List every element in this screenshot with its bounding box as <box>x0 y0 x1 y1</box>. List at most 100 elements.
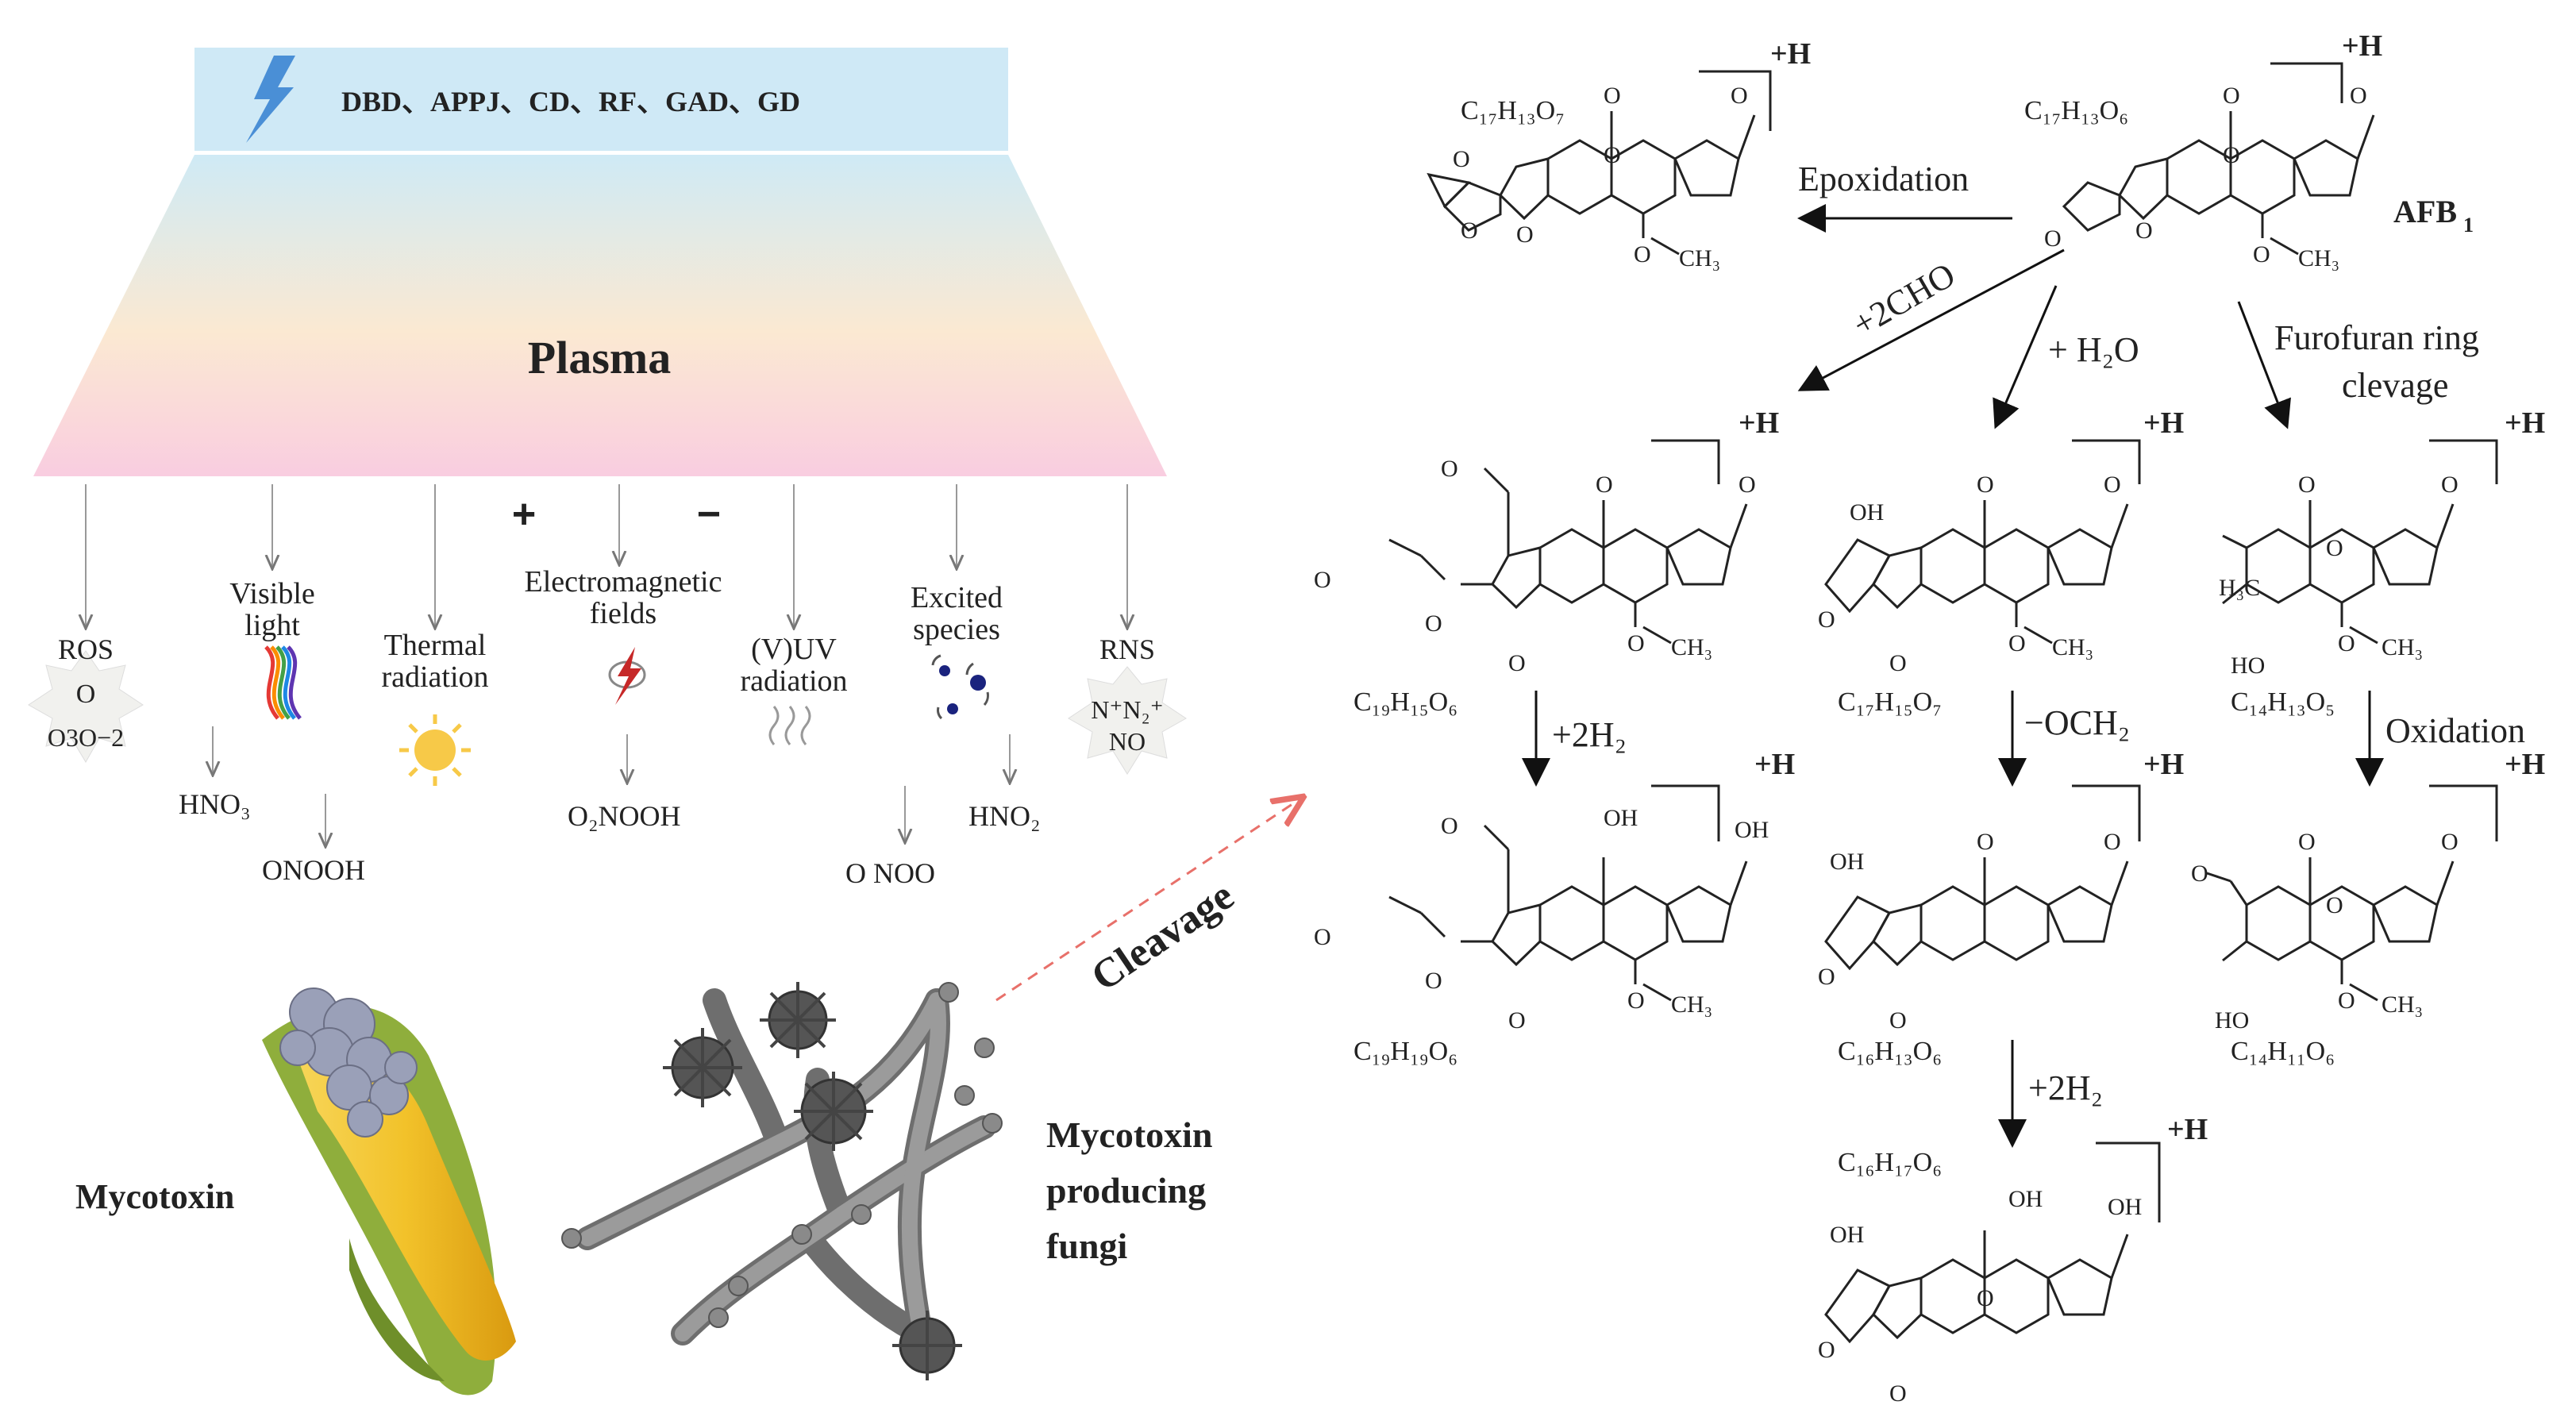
atom-o: O <box>2044 225 2062 252</box>
atom-o: O <box>1889 1007 1907 1034</box>
molecule-afb1 <box>2062 111 2375 256</box>
rns-burst-shape <box>1068 666 1187 775</box>
atom-o: O <box>2104 472 2121 498</box>
species-rns: RNS N⁺N₂⁺ NO <box>1068 633 1187 775</box>
plasma-source-band <box>194 48 1008 151</box>
fungi-label-3: fungi <box>1046 1226 1127 1266</box>
atom-o: O <box>1977 829 1994 855</box>
atom-o: O <box>2338 630 2355 656</box>
atom-o: O <box>2338 987 2355 1014</box>
formula-c17h15o7: C₁₇H₁₅O₇ <box>1838 687 1942 717</box>
atom-o: O <box>2135 218 2153 244</box>
em-field-icon <box>608 647 646 705</box>
formula-c19h19o6: C₁₉H₁₉O₆ <box>1353 1037 1457 1066</box>
corn-husk-leaf <box>349 1238 445 1381</box>
atom-o: O <box>1627 630 1645 656</box>
atom-o: O <box>1508 1007 1526 1034</box>
atom-ch3: CH₃ <box>1671 634 1712 660</box>
atom-oh: OH <box>2108 1194 2142 1220</box>
atom-o: O <box>1596 472 1613 498</box>
atom-o: O <box>1889 1380 1907 1407</box>
atom-o: O <box>2223 83 2240 109</box>
visible-line1: Visible <box>229 577 315 610</box>
plus-2h2-left-label: +2H₂ <box>1552 715 1627 754</box>
corn-illustration <box>262 987 516 1396</box>
atom-o: O <box>2326 892 2343 918</box>
atom-ch3: CH₃ <box>1671 991 1712 1018</box>
plus-h-c14h13o5: +H <box>2505 406 2545 440</box>
plus-h2o-label: + H₂O <box>2048 330 2139 369</box>
formula-afb1: C₁₇H₁₃O₆ <box>2024 96 2128 125</box>
rns-no: NO <box>1109 727 1146 756</box>
atom-ho: HO <box>2215 1007 2249 1034</box>
molecule-c16h13o6 <box>1824 857 2129 971</box>
plus-h-brackets <box>1651 62 2498 1222</box>
atom-ch3: CH₃ <box>2298 245 2339 271</box>
atom-o: O <box>1604 142 1621 168</box>
formula-c16h13o6: C₁₆H₁₃O₆ <box>1838 1037 1942 1066</box>
atom-o: O <box>2326 535 2343 561</box>
plus-sign: + <box>512 491 536 537</box>
formula-c14h11o6: C₁₄H₁₁O₆ <box>2231 1037 2335 1066</box>
cleavage-label: Cleavage <box>1084 873 1242 1000</box>
atom-o: O <box>2441 829 2459 855</box>
ros-label: ROS <box>58 633 114 665</box>
ros-o3: O3O−2 <box>48 723 124 752</box>
arrow-furofuran <box>2237 301 2291 429</box>
atom-o: O <box>2253 241 2270 268</box>
excited-line2: species <box>913 613 1000 646</box>
excited-particles-icon <box>931 654 989 720</box>
hyphae-inner <box>580 992 992 1342</box>
atom-o: O <box>2350 83 2367 109</box>
furofuran-label-1: Furofuran ring <box>2274 318 2479 357</box>
formula-c19h15o6: C₁₉H₁₅O₆ <box>1353 687 1457 717</box>
species-uv: (V)UV radiation <box>740 633 848 745</box>
ros-o: O <box>76 679 96 709</box>
species-em: Electromagnetic fields <box>525 565 722 705</box>
product-hno2: HNO₂ <box>968 800 1041 832</box>
atom-h3c: H₃C <box>2219 575 2260 601</box>
atom-o: O <box>2104 829 2121 855</box>
plasma-title: Plasma <box>528 332 671 383</box>
plasma-sources: DBD、APPJ、CD、RF、GAD、GD <box>341 86 800 117</box>
molecule-epoxide <box>1427 111 1756 256</box>
atom-oh: OH <box>2008 1186 2043 1212</box>
species-thermal: Thermal radiation <box>381 629 489 786</box>
rns-label: RNS <box>1099 633 1155 665</box>
pathway <box>1388 62 2498 1344</box>
atom-oh: OH <box>1604 805 1638 831</box>
atom-o: O <box>1627 987 1645 1014</box>
atom-ho: HO <box>2231 653 2265 679</box>
plus-h-afb1: +H <box>2342 29 2382 63</box>
product-onooh: ONOOH <box>262 854 365 886</box>
excited-line1: Excited <box>911 581 1003 614</box>
plus-h-c14h11o6: +H <box>2505 748 2545 781</box>
atom-o: O <box>1425 968 1442 994</box>
atom-o: O <box>1604 83 1621 109</box>
atom-o: O <box>1731 83 1748 109</box>
atom-o: O <box>1634 241 1651 268</box>
atom-labels: O O O O O O CH₃ O O O O O O O CH₃ O O O … <box>1314 83 2459 1407</box>
plus-h-c17h15o7: +H <box>2143 406 2184 440</box>
atom-oh: OH <box>1830 849 1864 875</box>
species-excited: Excited species <box>911 581 1003 720</box>
afb1-label: AFB <box>2393 194 2457 229</box>
uv-waves-icon <box>768 706 811 745</box>
uv-line1: (V)UV <box>751 633 837 666</box>
species-visible-light: Visible light <box>229 577 315 720</box>
reaction-arrows <box>1522 204 2384 1148</box>
molecule-c16h17o6 <box>1824 1230 2129 1344</box>
cleavage-arrow <box>995 798 1302 1002</box>
spore-spikes <box>663 982 962 1380</box>
atom-o: O <box>2441 472 2459 498</box>
product-o2nooh: O₂NOOH <box>568 800 681 832</box>
atom-o: O <box>1314 567 1331 593</box>
atom-o: O <box>2298 472 2316 498</box>
atom-o: O <box>1508 650 1526 676</box>
arrow-2cho <box>1797 248 2065 391</box>
product-hno3: HNO₃ <box>179 788 251 820</box>
mycotoxin-label: Mycotoxin <box>75 1177 234 1216</box>
lightning-icon <box>246 56 295 143</box>
plus-h-c19h15o6: +H <box>1739 406 1779 440</box>
molecule-c19h19o6 <box>1388 824 1748 1002</box>
